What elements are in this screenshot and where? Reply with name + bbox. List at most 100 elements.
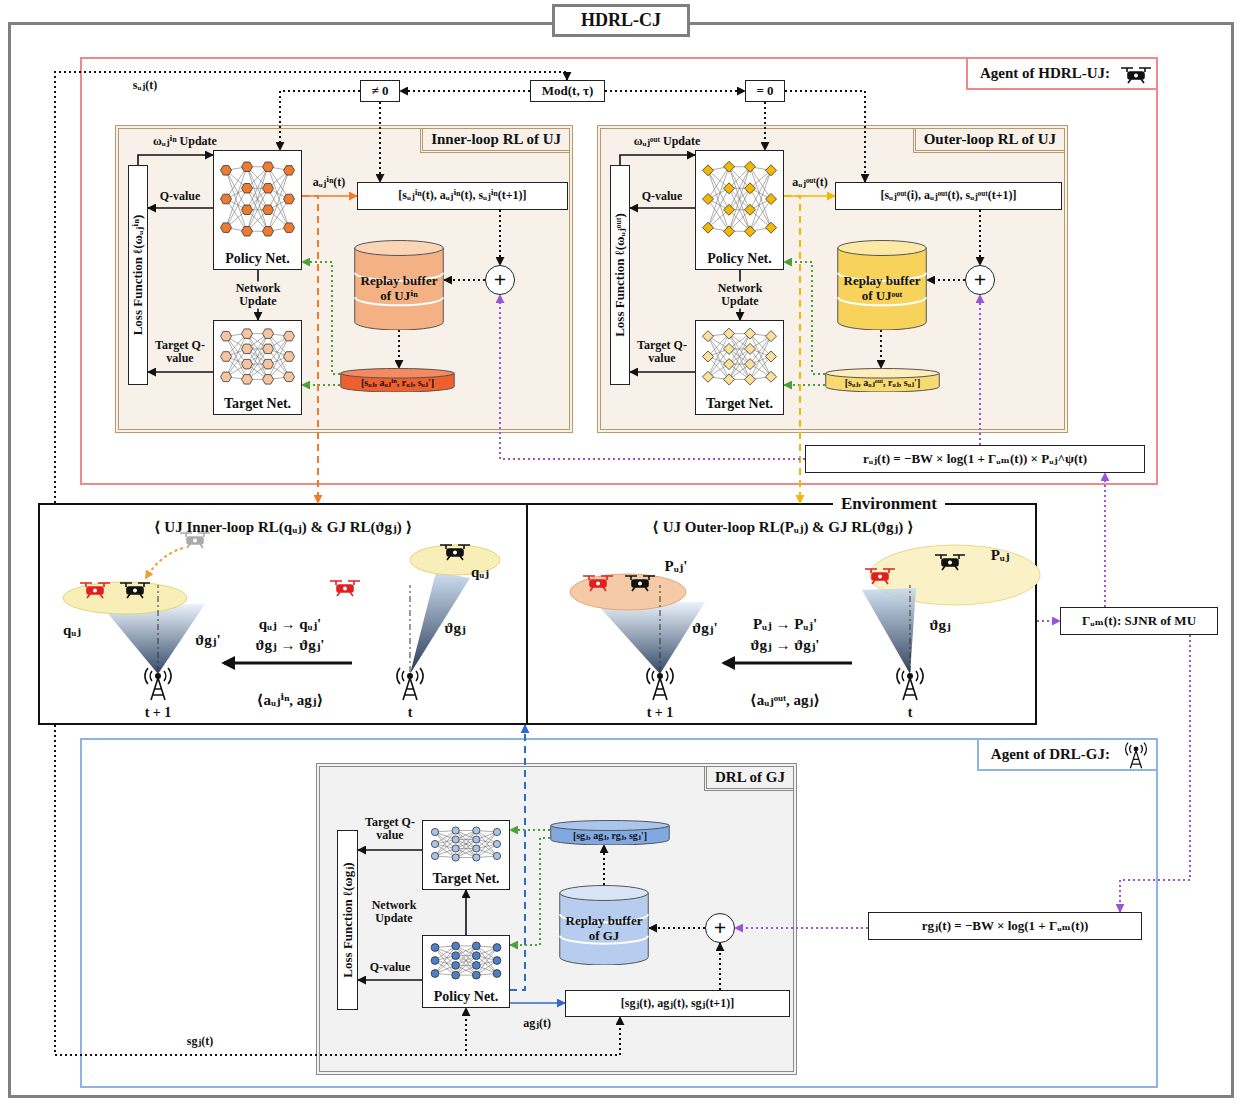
divider	[526, 504, 528, 724]
environment-label: ϑgⱼ → ϑgⱼ'	[255, 637, 324, 654]
rl-panel: Inner-loop RL of UJ Loss Function ℓ(ωᵤⱼⁱⁿ…	[115, 125, 573, 433]
reward-box: rgⱼ(t) = −BW × log(1 + Γᵤₘ(t))	[868, 912, 1142, 940]
environment-label: t + 1	[145, 705, 172, 720]
node-label: Loss Function ℓ(ωᵤⱼᵒᵘᵗ)	[613, 213, 627, 337]
node-label: = 0	[756, 84, 773, 99]
outer-next-scene	[570, 574, 705, 700]
policy-net: Policy Net.	[695, 150, 784, 270]
node-label: Loss Function ℓ(ωgⱼ)	[340, 862, 354, 977]
edge-label: sgⱼ(t)	[185, 1035, 215, 1048]
frame-title: Agent of HDRL-UJ:	[966, 59, 1156, 90]
connector	[719, 943, 721, 990]
connector	[1120, 635, 1190, 912]
environment-label: Pᵤⱼ → Pᵤⱼ'	[753, 616, 817, 633]
edge-label: agⱼ(t)	[521, 1017, 553, 1030]
target-net: Target Net.	[695, 320, 784, 415]
environment-label: t	[408, 705, 413, 720]
loss-box: Loss Function ℓ(ωᵤⱼᵒᵘᵗ)	[610, 165, 630, 385]
connector	[1104, 473, 1106, 607]
node-label: [sᵤⱼᵒᵘᵗ(i), aᵤⱼᵒᵘᵗ(t), sᵤⱼᵒᵘᵗ(t+1)]	[880, 189, 1016, 203]
connector	[784, 196, 800, 503]
connector	[358, 849, 422, 851]
node-label: Replay buffer of UJⁱⁿ	[359, 274, 439, 303]
sjnr-box: Γᵤₘ(t): SJNR of MU	[1060, 607, 1218, 635]
connector	[302, 262, 340, 374]
connector	[510, 838, 550, 945]
node-label: Target Net.	[696, 396, 783, 411]
environment-label: Pᵤⱼ'	[665, 558, 688, 575]
mod-box: Mod(t, τ)	[530, 80, 605, 102]
loss-box: Loss Function ℓ(ωᵤⱼⁱⁿ)	[128, 165, 148, 385]
environment-label: ϑgⱼ	[444, 620, 465, 637]
node-label: [sᵤⱼ, aᵤⱼᵒᵘᵗ, rᵤⱼ, sᵤⱼ']	[845, 377, 920, 388]
connector	[764, 102, 766, 150]
edge-label: Target Q-value	[359, 816, 421, 843]
connector	[630, 207, 695, 209]
edge-label: aᵤⱼⁱⁿ(t)	[311, 176, 348, 189]
node-label: Replay buffer of UJᵒᵘᵗ	[842, 274, 922, 303]
panel-title: Inner-loop RL of UJ	[420, 129, 569, 153]
condition-box: ≠ 0	[360, 80, 400, 102]
connector	[302, 384, 340, 386]
environment-label: ⟨ UJ Outer-loop RL(Pᵤⱼ) & GJ RL(ϑgⱼ) ⟩	[652, 519, 914, 536]
replay-buffer: Replay buffer of GJ	[559, 885, 649, 965]
inner-current-scene	[224, 545, 500, 700]
connector	[379, 102, 381, 182]
frame-title: Agent of DRL-GJ:	[977, 740, 1156, 771]
connector	[499, 210, 501, 265]
edge-label: Q-value	[368, 961, 413, 974]
node-label: [sgⱼ(t), agⱼ(t), sgⱼ(t+1)]	[621, 997, 734, 1011]
connector	[138, 155, 213, 165]
connector	[302, 196, 318, 503]
network-graphic	[423, 821, 509, 867]
reward-box: rᵤⱼ(t) = −BW × log(1 + Γᵤₘ(t)) × Pᵤⱼ^ψ(t…	[805, 445, 1145, 473]
node-label: ≠ 0	[372, 84, 389, 99]
sample-batch: [sᵤⱼ, aᵤⱼᵒᵘᵗ, rᵤⱼ, sᵤⱼ']	[825, 368, 940, 392]
connector	[620, 155, 695, 165]
connector	[784, 262, 825, 374]
connector	[55, 72, 567, 503]
frame-title: Environment	[833, 494, 945, 514]
connector	[735, 927, 868, 929]
connector	[649, 927, 705, 929]
connector	[55, 725, 620, 1055]
cylinder-body: Replay buffer of GJ	[559, 893, 649, 965]
policy-net: Policy Net.	[422, 935, 510, 1008]
connector	[979, 295, 981, 445]
node-label: Target Net.	[214, 396, 301, 411]
environment-label: ϑgⱼ'	[195, 632, 220, 649]
environment-label: ϑgⱼ	[929, 617, 950, 634]
environment-label: ϑgⱼ → ϑgⱼ'	[750, 637, 819, 654]
system-frame: HDRL-CJAgent of HDRL-UJ:Inner-loop RL of…	[8, 22, 1234, 1098]
frame-title: HDRL-CJ	[552, 4, 690, 37]
environment-label: qᵤⱼ → qᵤⱼ'	[259, 616, 322, 633]
outer-current-scene	[724, 545, 1040, 700]
sample-batch: [sgⱼ, agⱼ, rgⱼ, sgⱼ']	[550, 820, 670, 845]
network-graphic	[423, 936, 509, 985]
node-label: Γᵤₘ(t): SJNR of MU	[1082, 614, 1196, 629]
network-graphic	[696, 321, 783, 392]
connector	[784, 384, 825, 386]
loss-box: Loss Function ℓ(ωgⱼ)	[337, 830, 358, 1010]
environment-label: ⟨aᵤⱼⁱⁿ, agⱼ⟩	[257, 692, 324, 709]
connector	[603, 845, 605, 885]
connector	[979, 210, 981, 265]
edge-label: Target Q-value	[149, 339, 211, 366]
replay-buffer: Replay buffer of UJᵒᵘᵗ	[837, 240, 927, 330]
node-label: [sᵤⱼ, aᵤⱼⁱⁿ, rᵤⱼ, sᵤⱼ']	[361, 377, 434, 388]
agent-frame: Agent of HDRL-UJ: Inner-loop RL of UJ Loss…	[80, 57, 1158, 485]
node-label: Replay buffer of GJ	[564, 914, 644, 943]
node-label: +	[494, 269, 507, 291]
connector	[880, 330, 882, 368]
connector	[605, 90, 745, 92]
node-label: Loss Function ℓ(ωᵤⱼⁱⁿ)	[131, 215, 145, 336]
tower-icon	[1126, 743, 1147, 769]
target-net: Target Net.	[422, 820, 510, 890]
environment-label: ϑgⱼ'	[692, 620, 717, 637]
target-net: Target Net.	[213, 320, 302, 415]
edge-label: Q-value	[640, 190, 685, 203]
connector	[785, 91, 865, 182]
cylinder-body: Replay buffer of UJᵒᵘᵗ	[837, 248, 927, 330]
cylinder-body: [sgⱼ, agⱼ, rgⱼ, sgⱼ']	[550, 826, 670, 846]
node-label: rgⱼ(t) = −BW × log(1 + Γᵤₘ(t))	[922, 919, 1089, 934]
